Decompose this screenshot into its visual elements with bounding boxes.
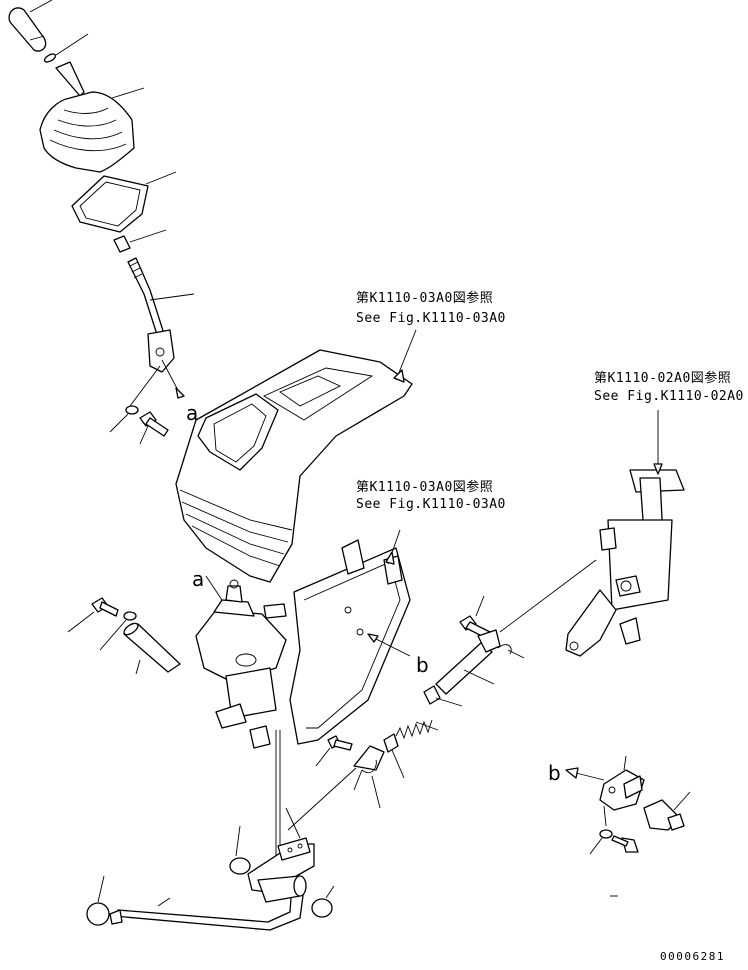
mounting-plate	[289, 529, 411, 745]
ref-bracket-jp: 第K1110-02A0図参照	[594, 370, 731, 386]
bolt-lower	[315, 735, 353, 767]
cotter-pin-right	[497, 644, 525, 659]
ref-console-mid-en: See Fig.K1110-03A0	[356, 497, 506, 512]
pin-detail	[643, 791, 691, 831]
retaining-ring	[43, 33, 89, 63]
diagram-id: 00006281	[660, 950, 725, 963]
ref-bracket-en: See Fig.K1110-02A0	[594, 389, 744, 404]
nut-lower	[383, 733, 405, 779]
control-valve	[195, 579, 287, 749]
console-cover	[175, 329, 417, 583]
label-a-upper: a	[186, 401, 198, 425]
arrow-b-lower	[565, 767, 605, 781]
label-b-lower: b	[548, 761, 561, 785]
bushing	[113, 229, 167, 253]
bottom-pipe	[257, 875, 307, 903]
bolt-detail	[603, 805, 639, 897]
washer-detail	[589, 829, 613, 855]
arrow-b-right	[367, 633, 411, 657]
linkage-rod	[435, 559, 597, 695]
bushing-bottom-right	[311, 885, 335, 918]
rubber-boot	[39, 61, 145, 173]
bottom-bracket	[247, 767, 357, 893]
clevis-lower	[353, 745, 385, 809]
leader-a-lower	[205, 575, 223, 601]
label-a-lower: a	[192, 567, 204, 591]
ref-console-mid-jp: 第K1110-03A0図参照	[356, 479, 493, 495]
knob-bottom	[86, 875, 110, 926]
boot-plate	[71, 171, 177, 233]
bushing-bottom-left	[229, 825, 251, 875]
nut-right	[423, 685, 463, 707]
bolt-mid-left	[67, 597, 119, 633]
spring	[395, 719, 439, 740]
washer-left	[109, 365, 161, 433]
ref-console-top-jp: 第K1110-03A0図参照	[356, 290, 493, 306]
lever-bracket-assembly	[565, 410, 685, 657]
lever-knob	[8, 0, 53, 52]
bolt-left	[139, 411, 169, 445]
spacer-pipe	[123, 622, 181, 675]
lever-rod	[127, 257, 195, 399]
clevis-detail	[599, 755, 645, 811]
label-b-right: b	[416, 653, 429, 677]
ref-console-top-en: See Fig.K1110-03A0	[356, 311, 506, 326]
washer-mid-left	[99, 611, 137, 651]
